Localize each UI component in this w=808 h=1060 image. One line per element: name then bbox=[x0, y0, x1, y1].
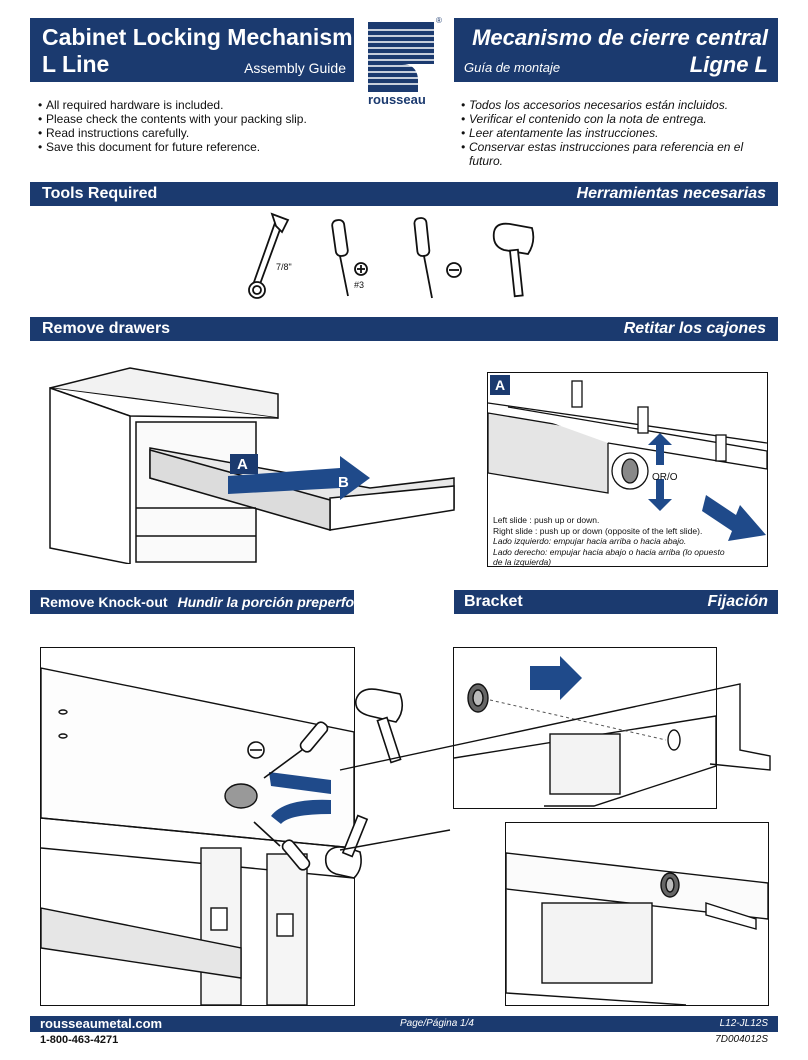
drawer-label-b: B bbox=[338, 474, 349, 491]
wrench-size-label: 7/8" bbox=[276, 262, 292, 272]
bracket-panel-bottom bbox=[505, 822, 769, 1006]
footer-page: Page/Página 1/4 bbox=[400, 1018, 474, 1029]
wrench-icon bbox=[248, 212, 290, 299]
section-title-en: Tools Required bbox=[42, 185, 158, 202]
section-title-en: Remove Knock-out bbox=[40, 594, 168, 610]
footer-doc-code: 7D004012S bbox=[715, 1034, 768, 1045]
mallet-icon bbox=[324, 814, 369, 879]
subtitle-en: Assembly Guide bbox=[244, 60, 346, 76]
detail-label-a: A bbox=[495, 377, 506, 393]
section-title-es: Retitar los cajones bbox=[623, 320, 766, 337]
header-title-es: Mecanismo de cierre central Guía de mont… bbox=[454, 18, 778, 82]
bullet-en: Save this document for future reference. bbox=[38, 140, 376, 154]
section-title-en: Remove drawers bbox=[42, 320, 171, 337]
mallet-icon bbox=[492, 222, 535, 298]
brand-logo: rousseau ® bbox=[362, 14, 448, 110]
bullet-es: Verificar el contenido con la nota de en… bbox=[461, 112, 769, 126]
drawer-label-a: A bbox=[237, 456, 248, 473]
title-en-line1: Cabinet Locking Mechanism bbox=[42, 24, 353, 50]
mallet-icon bbox=[354, 688, 404, 764]
section-bar-drawers: Remove drawers Retitar los cajones bbox=[30, 317, 778, 341]
footer-website[interactable]: rousseaumetal.com bbox=[40, 1016, 163, 1031]
section-title-es: Fijación bbox=[707, 593, 768, 610]
drawer-illustration: A B bbox=[40, 358, 470, 565]
bullet-es: Todos los accesorios necesarios están in… bbox=[461, 98, 769, 112]
bullet-en: Please check the contents with your pack… bbox=[38, 112, 376, 126]
title-en-line2: L Line bbox=[42, 51, 110, 77]
section-bar-bracket: Bracket Fijación bbox=[454, 590, 778, 614]
section-title-en: Bracket bbox=[464, 593, 523, 610]
section-title-es: Herramientas necesarias bbox=[576, 185, 766, 202]
flat-screwdriver-icon bbox=[253, 821, 311, 871]
slide-detail-panel: A OR/O Left slide : push up or down. Rig… bbox=[487, 372, 768, 567]
footer-bar: rousseaumetal.com Page/Página 1/4 L12-JL… bbox=[30, 1016, 778, 1032]
header-title-en: Cabinet Locking Mechanism L Line Assembl… bbox=[30, 18, 354, 82]
section-bar-tools: Tools Required Herramientas necesarias bbox=[30, 182, 778, 206]
section-title-es: Hundir la porción preperforada bbox=[177, 594, 384, 610]
brand-name: rousseau bbox=[368, 92, 426, 107]
bullets-es: Todos los accesorios necesarios están in… bbox=[461, 98, 769, 168]
slide-notes: Left slide : push up or down. Right slid… bbox=[493, 515, 729, 568]
subtitle-es: Guía de montaje bbox=[464, 60, 561, 75]
flat-screwdriver-icon bbox=[247, 721, 329, 779]
registered-mark: ® bbox=[436, 16, 442, 25]
bullet-en: All required hardware is included. bbox=[38, 98, 376, 112]
section-bar-knockout: Remove Knock-out Hundir la porción prepe… bbox=[30, 590, 384, 614]
bullet-en: Read instructions carefully. bbox=[38, 126, 376, 140]
note-line: Lado izquierdo: empujar hacia arriba o h… bbox=[493, 536, 687, 546]
footer-model: L12-JL12S bbox=[719, 1018, 768, 1029]
note-line: Right slide : push up or down (opposite … bbox=[493, 525, 703, 536]
tools-illustration: 7/8" #3 bbox=[230, 210, 550, 306]
or-label: OR/O bbox=[652, 472, 678, 483]
bullet-es: Conservar estas instrucciones para refer… bbox=[461, 140, 769, 168]
rousseau-logo-icon bbox=[368, 22, 434, 92]
footer-phone: 1-800-463-4271 bbox=[40, 1034, 119, 1046]
flat-screwdriver-icon bbox=[413, 217, 462, 299]
phillips-size-label: #3 bbox=[354, 280, 365, 290]
section-title-knockout: Remove Knock-out Hundir la porción prepe… bbox=[40, 594, 384, 610]
bracket-rail bbox=[300, 680, 780, 860]
bullets-en: All required hardware is included. Pleas… bbox=[38, 98, 376, 154]
phillips-screwdriver-icon bbox=[331, 219, 368, 297]
title-es-line2: Ligne L bbox=[689, 52, 768, 77]
title-es-line1: Mecanismo de cierre central bbox=[472, 25, 768, 50]
knockout-tools bbox=[220, 668, 420, 898]
bracket-panel-top bbox=[453, 647, 717, 809]
bullet-es: Leer atentamente las instrucciones. bbox=[461, 126, 769, 140]
note-line: Lado derecho: empujar hacia abajo o haci… bbox=[493, 546, 725, 568]
note-line: Left slide : push up or down. bbox=[493, 515, 600, 525]
knockout-panel bbox=[40, 647, 355, 1006]
